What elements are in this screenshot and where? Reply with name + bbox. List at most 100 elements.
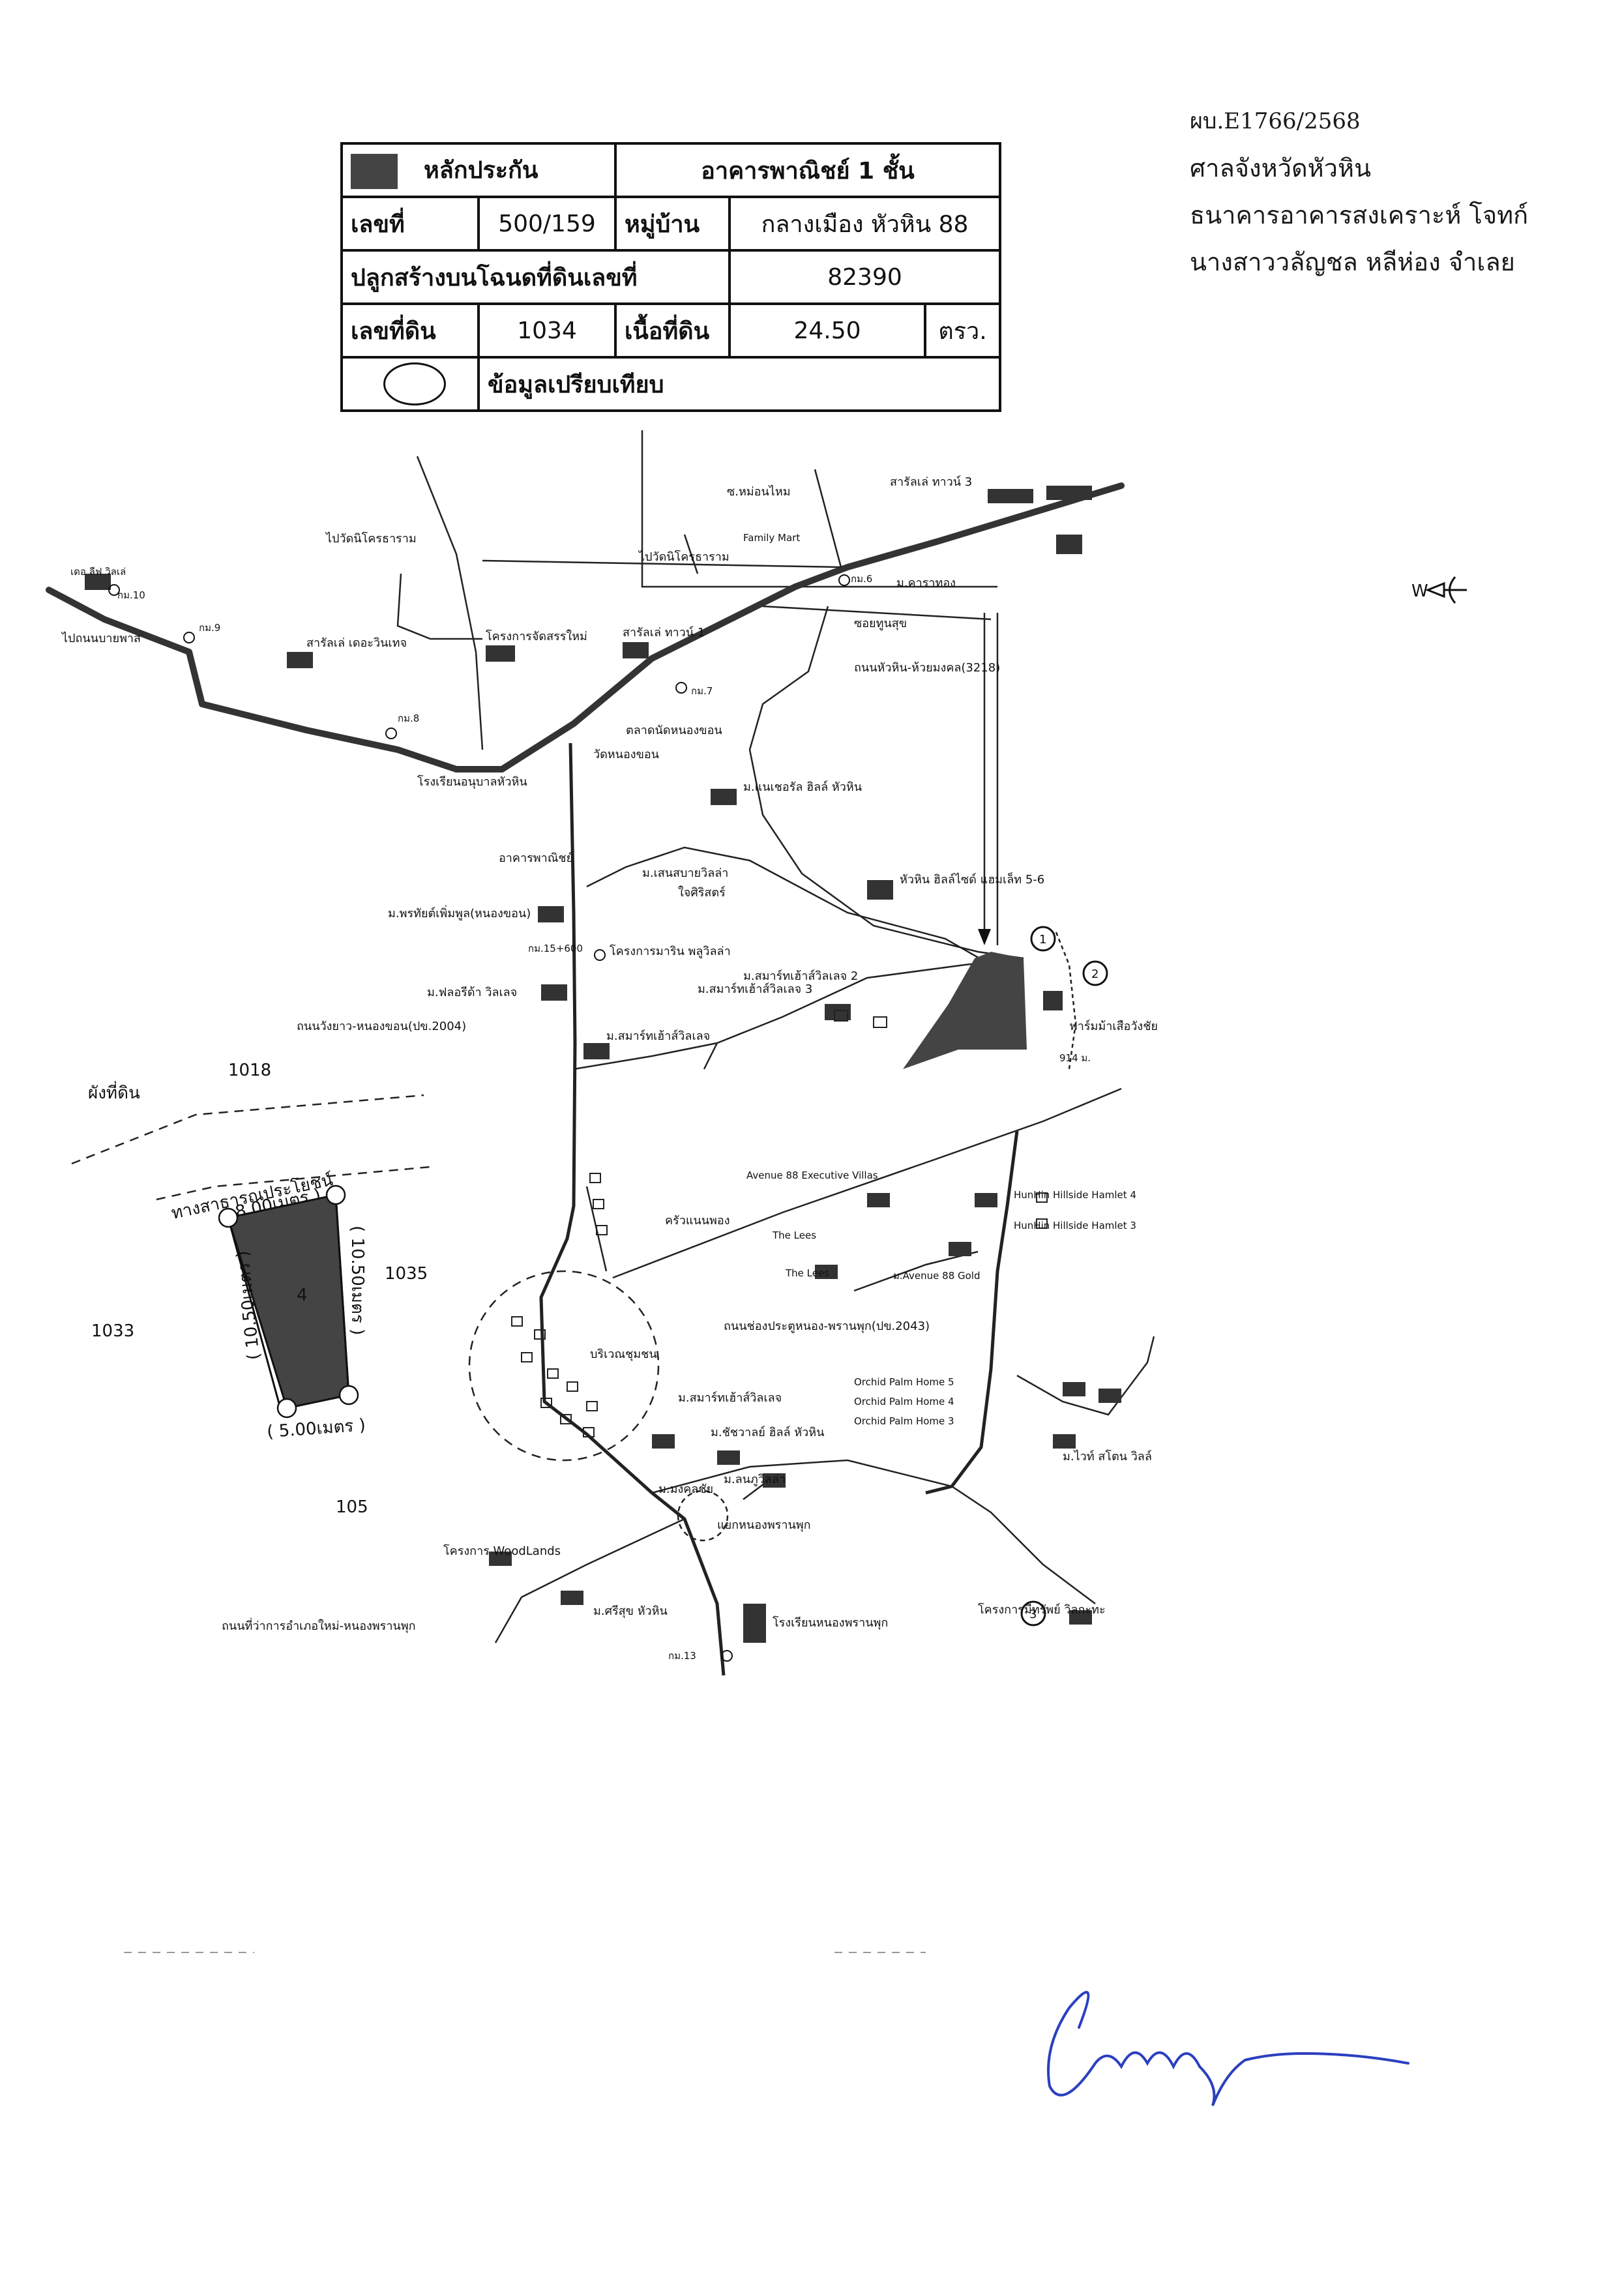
map-label: ถนนช่องประตูหนอง-พรานพุก(ปข.2043) <box>724 1319 930 1333</box>
village-icons <box>85 486 1121 1643</box>
map-label: โครงการ WoodLands <box>443 1544 561 1558</box>
road-sensabai <box>586 846 992 966</box>
plot-boundary-dashed <box>71 1094 424 1165</box>
map-label: ม.สมาร์ทเฮ้าส์วิลเลจ <box>606 1029 710 1043</box>
map-label: กม.15+600 <box>528 943 583 954</box>
village-icon <box>1099 1389 1121 1403</box>
pointer-arrow <box>978 929 991 945</box>
map-label: กม.10 <box>117 589 145 601</box>
map-label: กม.13 <box>668 1650 696 1662</box>
map-label: ม.พรทัยต์เพิ่มพูล(หนองขอน) <box>388 905 531 920</box>
map-label: ฟาร์มม้าเสือวังชัย <box>1069 1020 1158 1033</box>
map-label: ซอยทูนสุข <box>854 617 907 630</box>
comparison-circle <box>383 362 446 405</box>
dashed-boundary <box>1055 932 1077 1070</box>
village-icon <box>623 642 649 658</box>
marker-1 <box>1030 926 1056 952</box>
map-label: สารัลเล่ ทาวน์ 1 <box>623 626 705 640</box>
road-spur <box>703 1042 718 1070</box>
direction-arrow-icon <box>1424 576 1467 604</box>
plot-title: ผังที่ดิน <box>88 1081 140 1103</box>
plot-corner <box>218 1207 239 1228</box>
community-area-circle <box>468 1270 660 1462</box>
map-label: ถนนที่ว่าการอำเภอใหม่-หนองพรานพุก <box>222 1617 416 1633</box>
road-main-south <box>539 743 726 1676</box>
road-east <box>925 1130 1019 1495</box>
map-label: ซ.หม่อนไหม <box>727 484 791 499</box>
marker-2-label: 2 <box>1091 967 1099 981</box>
map-label: ม.ลนภูวิลล่า <box>724 1473 786 1486</box>
map-label: ถนนวังยาว-หนองขอน(ปข.2004) <box>297 1020 466 1033</box>
case-number: ผบ.E1766/2568 <box>1190 108 1361 134</box>
village-icon <box>489 1552 512 1566</box>
deed-no: 82390 <box>728 249 1001 305</box>
map-label: HunHin Hillside Hamlet 4 <box>1014 1189 1136 1201</box>
plot-corner <box>276 1398 297 1419</box>
map-label: The Lees <box>785 1267 829 1279</box>
map-label: บริเวณชุมชน <box>590 1347 657 1361</box>
map-label: ไปวัดนิโครธาราม <box>325 531 417 546</box>
road-hua-hin-huay-mongkol <box>46 482 1125 773</box>
comparison-symbol-cell <box>340 356 480 412</box>
map-label: สารัลเล่ เดอะวินเทจ <box>306 636 407 650</box>
adj-parcel-1035: 1035 <box>385 1264 428 1284</box>
map-label: กม.8 <box>398 713 419 724</box>
map-label: โครงการจัดสรรใหม่ <box>486 629 587 643</box>
map-label: ถนนหัวหิน-ห้วยมงคล(3218) <box>854 661 1000 675</box>
area-unit: ตรว. <box>924 302 1001 359</box>
dim-bottom: ( 5.00เมตร ) <box>266 1415 366 1442</box>
map-label: ตลาดนัดหนองขอน <box>626 724 722 737</box>
court-name: ศาลจังหวัดหัวหิน <box>1190 154 1372 183</box>
plot-corner <box>338 1385 359 1406</box>
map-frame-line <box>641 430 997 588</box>
plot-diagram: ผังที่ดิน 1018 ทางสาธารณประโยชน์ ( 8.00เ… <box>71 1061 431 1517</box>
map-label: ม.คาราทอง <box>896 576 956 590</box>
map-label: ม.เสนสบายวิลล่า <box>642 866 728 880</box>
map-label: ใจศิริสตร์ <box>678 885 726 900</box>
village-icon <box>949 1242 971 1256</box>
deed-label: ปลูกสร้างบนโฉนดที่ดินเลขที่ <box>340 249 731 305</box>
map-label: กม.6 <box>851 573 872 585</box>
collateral-label: หลักประกัน <box>424 157 538 184</box>
direction-arrow: W <box>1411 581 1428 601</box>
road-chong-pratu <box>651 1459 1096 1604</box>
village-icon <box>1056 535 1082 554</box>
map-label: ม.ไวท์ สโตน วิลล์ <box>1063 1449 1152 1464</box>
village-icon <box>717 1450 740 1465</box>
map-label: ไปวัดนิโครธาราม <box>638 550 730 564</box>
km-markers <box>108 574 850 1662</box>
marker-1-label: 1 <box>1039 933 1046 947</box>
map-label: Family Mart <box>743 532 800 544</box>
village-label: หมู่บ้าน <box>614 196 731 252</box>
village-icon <box>538 906 564 922</box>
village-icon <box>711 789 737 805</box>
village-icon <box>988 489 1033 503</box>
plot-corner <box>325 1185 346 1205</box>
map-labels: ซ.หม่อนไหม สารัลเล่ ทาวน์ 3 Family Mart … <box>61 475 1158 1662</box>
adj-parcel-105: 105 <box>336 1497 368 1517</box>
junction-circle <box>677 1490 729 1542</box>
dim-right: ( 10.50เมตร ) <box>347 1226 367 1335</box>
map-label: หัวหิน ฮิลล์ไซด์ แฮมเล็ท 5-6 <box>900 872 1044 887</box>
map-label: ม.ฟลอรีด้า วิลเลจ <box>427 986 517 999</box>
map-label: วัดหนองขอน <box>593 748 659 761</box>
village-icon <box>486 645 515 662</box>
public-way-line <box>156 1166 431 1201</box>
road-soi-toonsuk <box>762 605 992 621</box>
road-north-west <box>416 456 484 750</box>
village-icon <box>1053 1434 1076 1449</box>
village-icon <box>825 1004 851 1020</box>
map-label: อาคารพาณิชย์ <box>499 851 573 865</box>
collateral-parcel <box>903 952 1027 1069</box>
village-icon <box>1063 1382 1085 1396</box>
village-icon <box>867 1193 890 1207</box>
signature <box>1047 1991 1409 2106</box>
map-label: ม.แนเชอรัล ฮิลล์ หัวหิน <box>743 780 862 794</box>
map-label: ไปถนนบายพาส <box>61 631 141 645</box>
plot-edge-left <box>227 1217 282 1409</box>
map-label: The Lees <box>772 1229 816 1241</box>
map-label: ม.สมาร์ทเฮ้าส์วิลเลจ 2 <box>743 969 858 983</box>
property-table: หลักประกัน อาคารพาณิชย์ 1 ชั้น เลขที่ 50… <box>340 142 1001 412</box>
map-label: โรงเรียนอนุบาลหัวหิน <box>417 774 527 789</box>
comparison-label: ข้อมูลเปรียบเทียบ <box>477 356 1001 412</box>
